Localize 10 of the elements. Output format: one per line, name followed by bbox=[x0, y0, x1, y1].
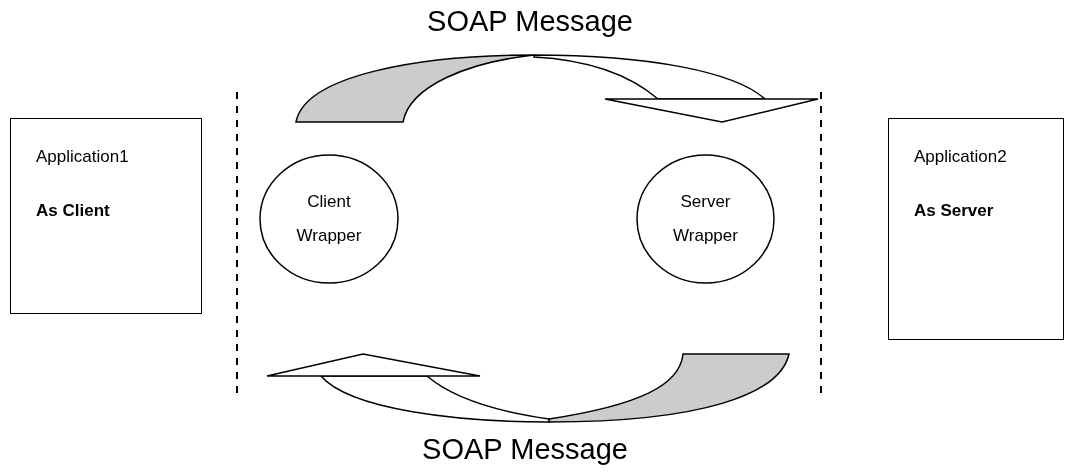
message-label: SOAP Message bbox=[422, 432, 628, 466]
application-role: As Client bbox=[36, 201, 111, 221]
message-label: SOAP Message bbox=[427, 4, 633, 38]
application-name: Application2 bbox=[914, 147, 1008, 167]
wrapper-label: Server Wrapper bbox=[672, 191, 739, 247]
application-box bbox=[888, 118, 1064, 340]
application-role: As Server bbox=[914, 201, 995, 221]
wrapper-label: Client Wrapper bbox=[295, 191, 363, 247]
application-box bbox=[10, 118, 202, 314]
application-name: Application1 bbox=[36, 147, 130, 167]
